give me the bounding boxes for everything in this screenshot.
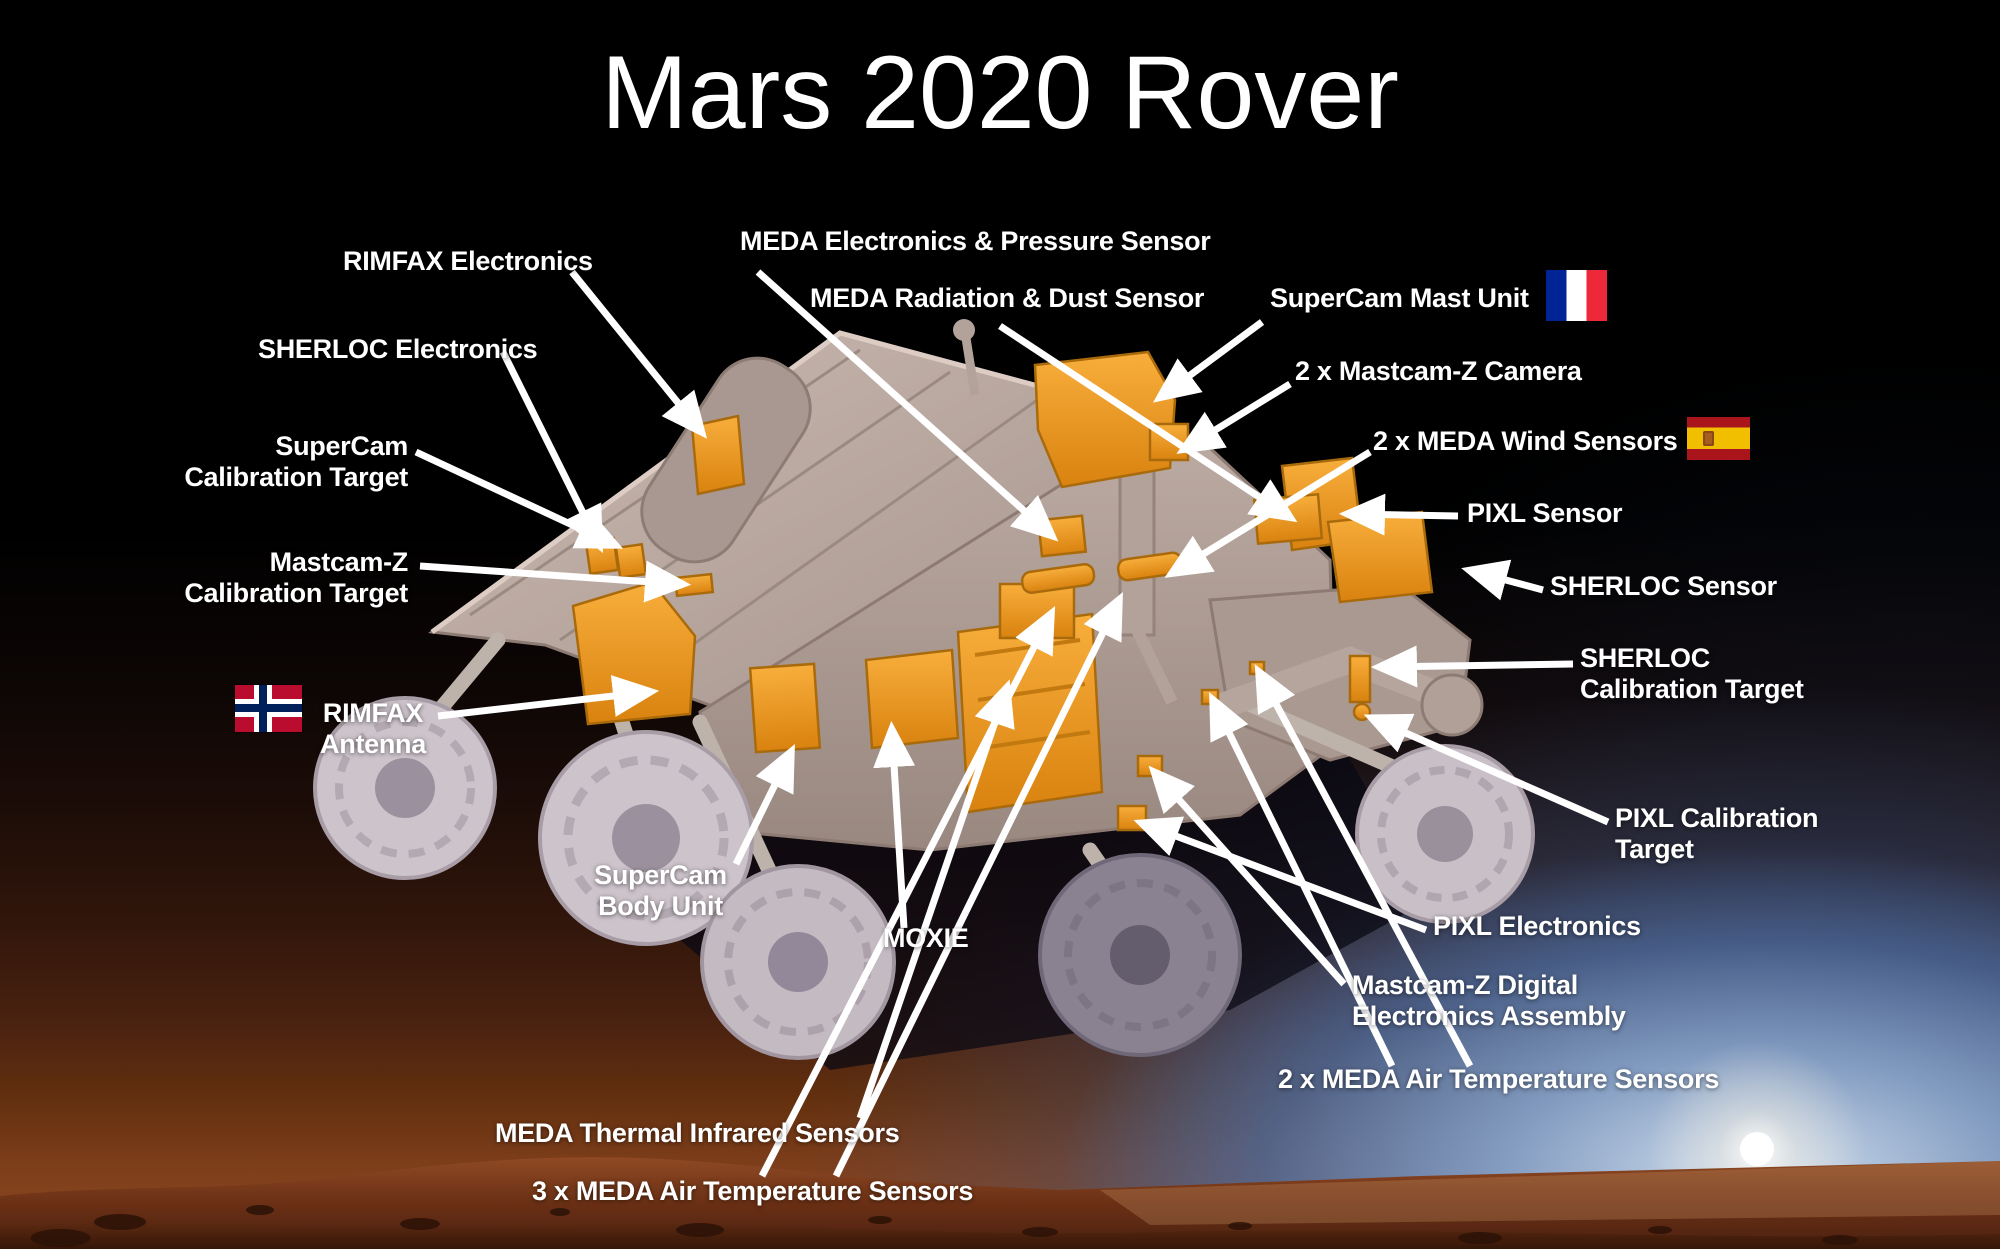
label-rimfax-antenna-line: RIMFAX xyxy=(322,698,424,728)
label-meda-thermal-infrared-sensors: MEDA Thermal Infrared Sensors xyxy=(495,1118,900,1149)
label-meda-air-temperature-sensors-3x: 3 x MEDA Air Temperature Sensors xyxy=(532,1176,973,1207)
instrument-sherloc-cal-target xyxy=(1348,654,1372,704)
label-meda-air-temperature-sensors-2x-line: 2 x MEDA Air Temperature Sensors xyxy=(1278,1064,1720,1094)
label-sherloc-calibration-target-line: SHERLOC xyxy=(1580,643,1710,673)
label-rimfax-electronics: RIMFAX Electronics xyxy=(343,246,593,277)
label-moxie: MOXIE xyxy=(883,923,969,954)
arrow-sherloc-calibration-target xyxy=(1370,645,1574,688)
arrow-meda-air-temperature-sensors-3x xyxy=(832,591,1123,1178)
arrow-supercam-body-unit xyxy=(732,743,795,866)
arrow-meda-thermal-infrared-sensors xyxy=(856,679,1015,1120)
arrow-meda-air-temperature-sensors-2x xyxy=(1254,664,1474,1068)
label-meda-electronics-pressure-sensor-line: MEDA Electronics & Pressure Sensor xyxy=(740,226,1211,256)
arrow-rimfax-electronics xyxy=(569,269,708,439)
france-flag-icon xyxy=(1546,270,1607,321)
label-mastcam-z-digital-electronics-assembly-line: Mastcam-Z Digital xyxy=(1352,970,1578,1000)
wheel-rear-left xyxy=(313,696,497,880)
arrow-meda-air-temperature-sensors-3x xyxy=(758,606,1056,1178)
page-title: Mars 2020 Rover xyxy=(601,35,1399,151)
label-supercam-mast-unit: SuperCam Mast Unit xyxy=(1270,283,1529,314)
label-mastcam-z-calibration-target-line: Mastcam-Z xyxy=(269,547,409,577)
label-meda-air-temperature-sensors-2x: 2 x MEDA Air Temperature Sensors xyxy=(1278,1064,1719,1095)
arm-joint xyxy=(1420,673,1484,737)
arrow-moxie xyxy=(873,720,916,929)
instrument-supercam-mast-unit xyxy=(1033,350,1177,489)
instrument-rimfax-antenna xyxy=(571,580,697,726)
label-mastcam-z-calibration-target-line: Calibration Target xyxy=(184,578,408,609)
label-pixl-calibration-target-line: PIXL Calibration xyxy=(1615,803,1819,833)
arrow-sherloc-sensor xyxy=(1461,559,1544,601)
label-meda-wind-sensors: 2 x MEDA Wind Sensors xyxy=(1373,426,1678,457)
arrow-mastcam-z-digital-electronics-assembly xyxy=(1148,765,1347,987)
arrow-rimfax-antenna xyxy=(437,675,660,720)
label-sherloc-electronics: SHERLOC Electronics xyxy=(258,334,538,365)
label-pixl-electronics: PIXL Electronics xyxy=(1433,911,1641,942)
label-pixl-electronics-line: PIXL Electronics xyxy=(1433,911,1641,941)
label-sherloc-sensor-line: SHERLOC Sensor xyxy=(1550,571,1777,601)
arrow-pixl-sensor xyxy=(1338,493,1459,536)
label-moxie-line: MOXIE xyxy=(883,923,969,953)
label-sherloc-electronics-line: SHERLOC Electronics xyxy=(258,334,538,364)
label-sherloc-calibration-target-line: Calibration Target xyxy=(1580,674,1804,705)
spain-flag-icon xyxy=(1687,417,1750,460)
arrow-supercam-calibration-target xyxy=(414,448,624,549)
label-meda-thermal-infrared-sensors-line: MEDA Thermal Infrared Sensors xyxy=(495,1118,900,1148)
mast-strut xyxy=(1131,627,1178,705)
sun xyxy=(1740,1132,1774,1166)
wheel-mid-left xyxy=(538,730,754,946)
label-supercam-body-unit-line: Body Unit xyxy=(598,891,723,922)
arrow-mastcam-z-calibration-target xyxy=(419,560,692,603)
label-meda-radiation-dust-sensor: MEDA Radiation & Dust Sensor xyxy=(810,283,1204,314)
arrow-pixl-calibration-target xyxy=(1363,713,1610,826)
label-meda-wind-sensors-line: 2 x MEDA Wind Sensors xyxy=(1373,426,1678,456)
label-sherloc-sensor: SHERLOC Sensor xyxy=(1550,571,1777,602)
antenna-stalk xyxy=(961,337,980,396)
arrow-meda-radiation-dust-sensor xyxy=(998,323,1298,523)
wheel-center-right xyxy=(1038,853,1242,1057)
terrain-haze-right xyxy=(1100,1161,2000,1225)
label-pixl-sensor: PIXL Sensor xyxy=(1467,498,1623,529)
label-pixl-sensor-line: PIXL Sensor xyxy=(1467,498,1623,528)
label-supercam-body-unit-line: SuperCam xyxy=(594,860,727,890)
label-supercam-mast-unit-line: SuperCam Mast Unit xyxy=(1270,283,1529,313)
label-mastcam-z-camera: 2 x Mastcam-Z Camera xyxy=(1295,356,1582,387)
terrain-foreground xyxy=(0,1222,2000,1249)
arrow-meda-wind-sensors xyxy=(1164,449,1372,578)
antenna-tip xyxy=(953,319,975,341)
label-meda-air-temperature-sensors-3x-line: 3 x MEDA Air Temperature Sensors xyxy=(532,1176,974,1206)
norway-flag-icon xyxy=(235,685,302,732)
label-rimfax-electronics-line: RIMFAX Electronics xyxy=(343,246,593,276)
label-mastcam-z-digital-electronics-assembly-line: Electronics Assembly xyxy=(1352,1001,1626,1032)
arrow-pixl-electronics xyxy=(1133,816,1428,934)
arrow-meda-electronics-pressure-sensor xyxy=(755,269,1059,542)
label-pixl-calibration-target-line: Target xyxy=(1615,834,1694,865)
instrument-supercam-cal-target xyxy=(614,542,648,580)
arrow-meda-air-temperature-sensors-2x xyxy=(1209,691,1396,1068)
label-supercam-calibration-target-line: SuperCam xyxy=(275,431,408,461)
rocks xyxy=(30,1205,1858,1247)
label-mastcam-z-camera-line: 2 x Mastcam-Z Camera xyxy=(1295,356,1582,386)
instrument-meda-wind-boom-left xyxy=(1020,563,1096,594)
label-rimfax-antenna-line: Antenna xyxy=(320,729,426,760)
arrow-mastcam-z-camera xyxy=(1176,381,1292,454)
label-supercam-calibration-target-line: Calibration Target xyxy=(184,462,408,493)
arrow-supercam-mast-unit xyxy=(1152,319,1265,403)
wheel-front-right xyxy=(1355,744,1535,924)
label-meda-radiation-dust-sensor-line: MEDA Radiation & Dust Sensor xyxy=(810,283,1205,313)
label-meda-electronics-pressure-sensor: MEDA Electronics & Pressure Sensor xyxy=(740,226,1211,257)
terrain-hills xyxy=(0,1157,2000,1249)
